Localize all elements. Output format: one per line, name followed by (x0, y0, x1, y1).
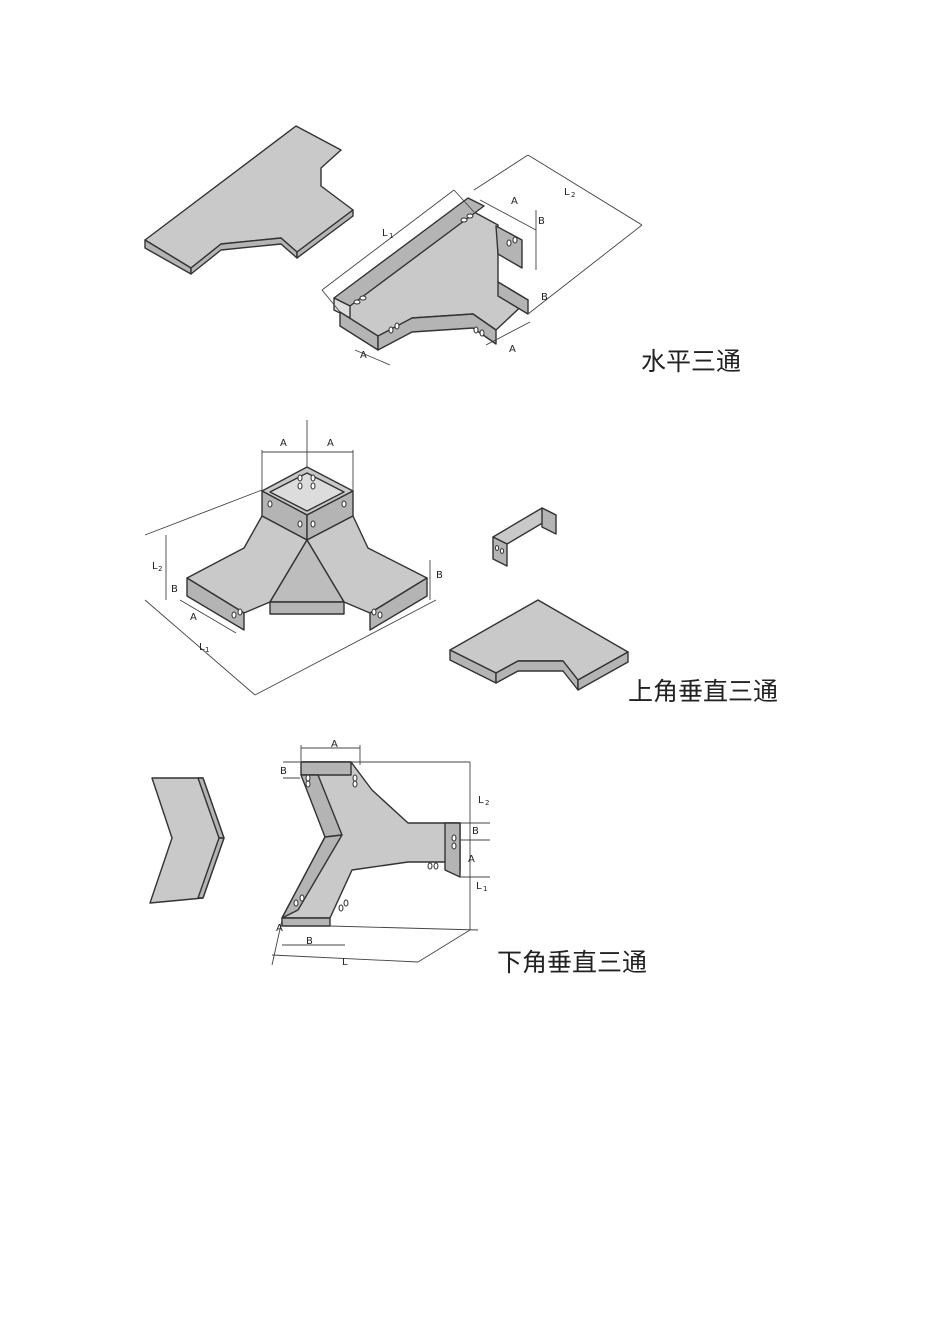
dim-l-label: L (342, 957, 348, 968)
dim-a-label: A (276, 923, 283, 934)
dim-b-label: B (280, 766, 287, 777)
corner-cover (449, 599, 629, 691)
dim-l2-label: L (564, 187, 570, 198)
dim-l2-label: L (152, 561, 158, 572)
dim-b-label: B (472, 826, 479, 837)
horizontal-tee-holes (353, 213, 518, 337)
dim-l2-sub: 2 (571, 191, 575, 199)
dim-b-label: B (171, 584, 178, 595)
dim-a-label: A (511, 196, 518, 207)
dim-b-label: B (306, 936, 313, 947)
dim-b-label: B (538, 216, 545, 227)
dim-l1-sub: 1 (389, 232, 393, 240)
lower-vertical-tee-cover (149, 777, 225, 904)
dim-l2-sub: 2 (485, 799, 489, 807)
dim-l1-sub: 1 (483, 885, 487, 893)
dim-a-label: A (190, 612, 197, 623)
horizontal-tee-cover (144, 125, 354, 275)
connector-cover (492, 507, 557, 567)
lower-vertical-tee-dimensions (271, 745, 490, 966)
dim-a-label: A (360, 350, 367, 361)
dim-l1-label: L (199, 642, 205, 653)
horizontal-tee-body (333, 197, 529, 351)
upper-vertical-tee-body (186, 466, 428, 631)
caption-horizontal-tee: 水平三通 (641, 347, 742, 376)
dim-l1-label: L (382, 228, 388, 239)
upper-vertical-tee-dimensions (144, 420, 437, 696)
dim-b-label: B (541, 292, 548, 303)
horizontal-tee-dimensions (321, 154, 643, 366)
dim-a-label: A (468, 854, 475, 865)
dim-a-label: A (327, 438, 334, 449)
lower-vertical-tee-body (281, 761, 461, 927)
dimension-letters: L 1 L 2 A B B A A A A L 2 B A L 1 B A B … (152, 187, 575, 968)
dim-a-label: A (509, 344, 516, 355)
upper-vertical-tee-holes (231, 474, 383, 619)
dim-a-label: A (331, 739, 338, 750)
dim-l1-label: L (476, 881, 482, 892)
dim-l1-sub: 1 (205, 646, 209, 654)
lower-vertical-tee-holes (293, 774, 457, 912)
dim-l2-label: L (478, 795, 484, 806)
dim-a-label: A (280, 438, 287, 449)
caption-upper-vertical-tee: 上角垂直三通 (628, 677, 779, 706)
caption-lower-vertical-tee: 下角垂直三通 (497, 948, 648, 977)
dim-l2-sub: 2 (158, 565, 162, 573)
dim-b-label: B (436, 570, 443, 581)
